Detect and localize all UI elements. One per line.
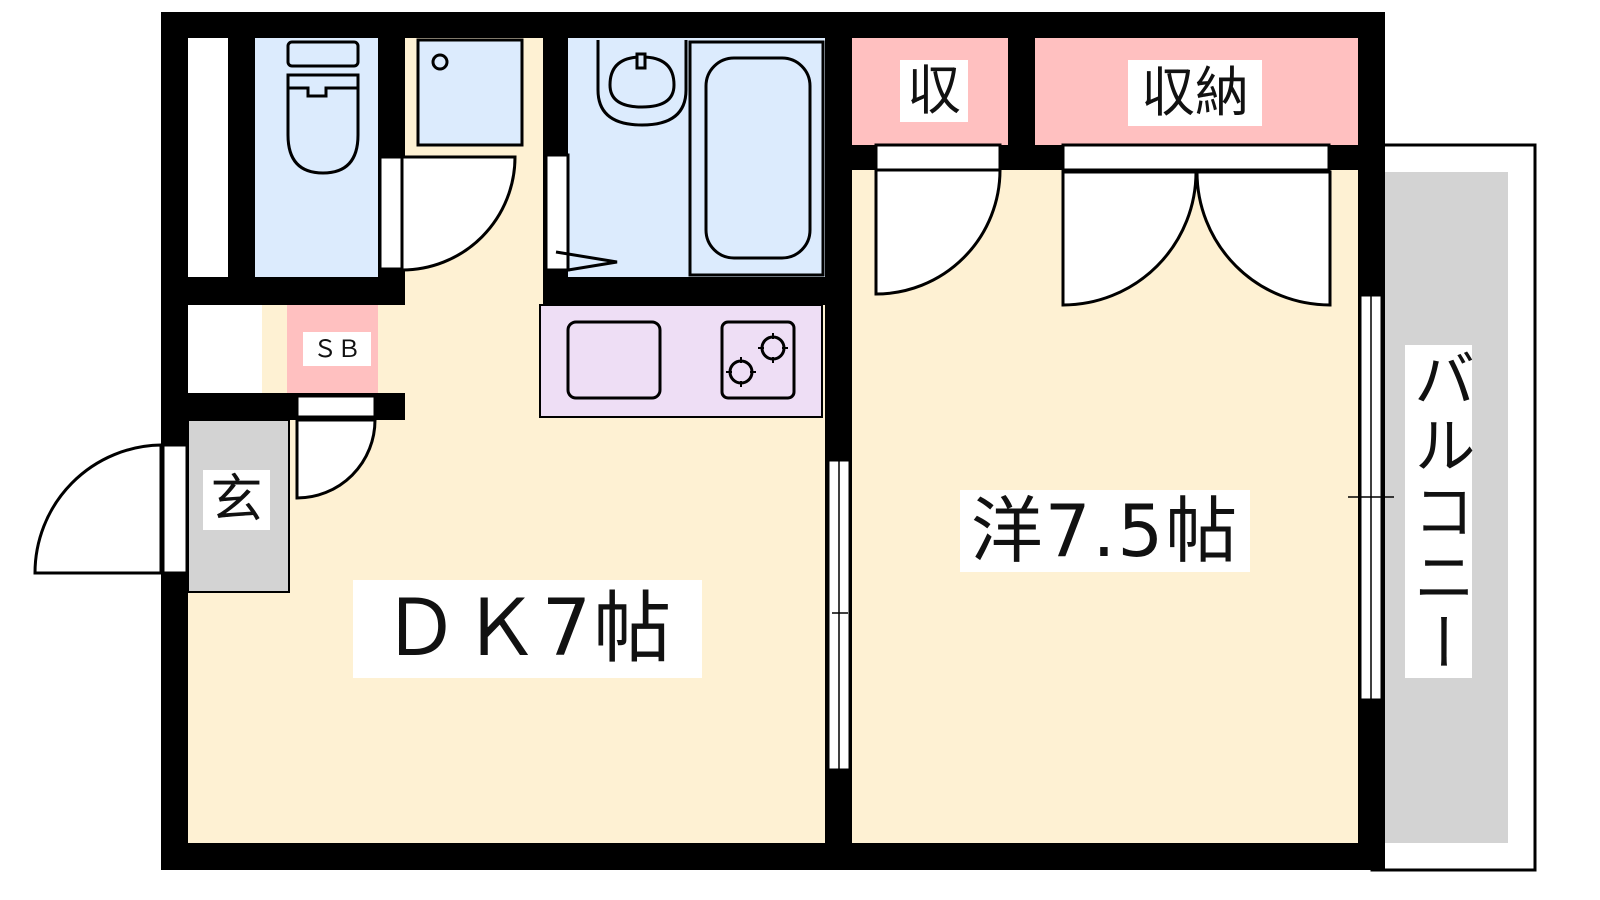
entrance-label: 玄 — [203, 470, 270, 530]
balcony-label: バルコニー — [1402, 345, 1476, 678]
closet-door-left — [1061, 170, 1198, 307]
shoe-box-label: ＳＢ — [303, 332, 371, 366]
white-box — [188, 305, 262, 393]
toilet-door-swing — [400, 155, 517, 272]
washing-machine — [416, 38, 524, 147]
entrance-door-jamb — [161, 443, 189, 575]
sink-icon — [596, 40, 688, 127]
storage-label: 収納 — [1128, 60, 1262, 126]
drain-icon — [431, 53, 449, 71]
sb-door-swing — [295, 418, 377, 500]
closet-left — [188, 38, 228, 277]
closet-wall-strip — [1061, 143, 1331, 172]
sb-door-jamb — [295, 394, 377, 419]
bathtub-icon — [688, 40, 825, 277]
toilet-icon — [286, 40, 360, 175]
kitchen-sink — [566, 320, 662, 400]
western-room-label: 洋7.5帖 — [960, 490, 1250, 572]
bath-door-jamb — [544, 153, 570, 272]
stove-icon — [720, 320, 796, 400]
toilet-door-jamb — [378, 155, 404, 271]
closet-door-right — [1195, 170, 1332, 307]
storage-wall-strip — [874, 143, 1002, 172]
storage-door-swing — [874, 168, 1002, 296]
entrance-door-swing — [33, 443, 163, 575]
bathroom — [568, 38, 825, 277]
storage-small-label: 収 — [900, 60, 968, 122]
bath-door-swing — [555, 250, 618, 274]
dk-label: ＤＫ7帖 — [353, 580, 702, 678]
